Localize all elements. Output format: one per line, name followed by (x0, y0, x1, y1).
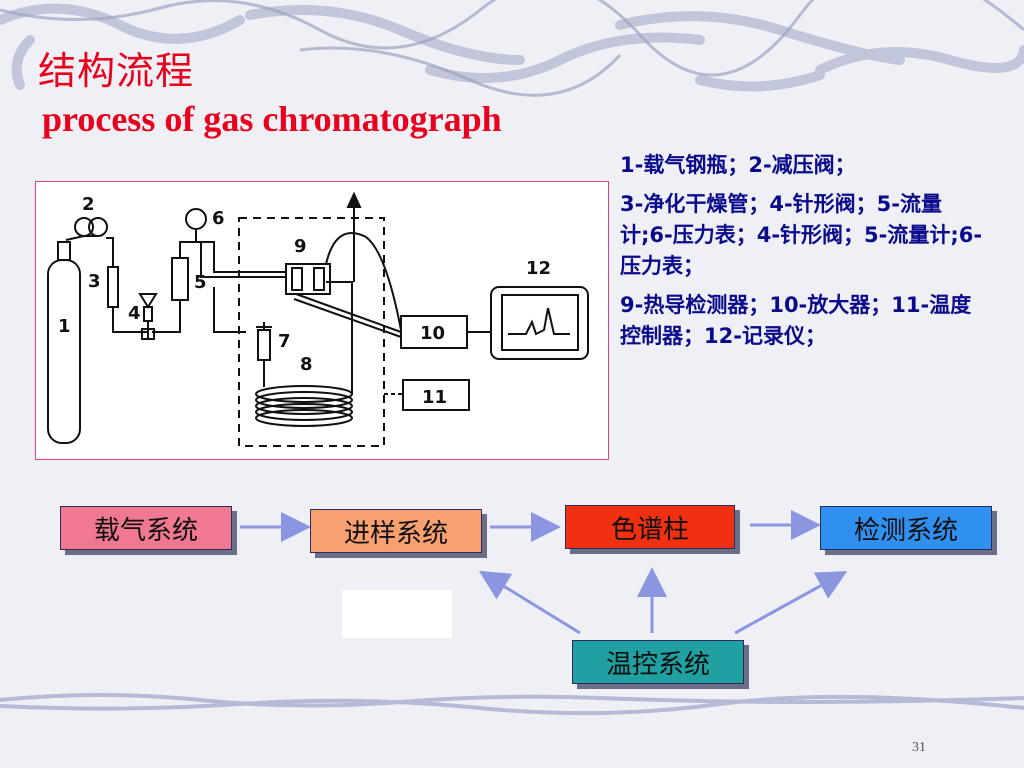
blank-patch (342, 590, 452, 638)
diagram-label-9: 9 (294, 236, 307, 257)
diagram-label-7: 7 (278, 331, 291, 352)
diagram-label-8: 8 (300, 354, 313, 375)
injection-system-box: 进样系统 (310, 509, 482, 553)
arrow-temp-to-detection (734, 571, 848, 635)
diagram-label-11: 11 (422, 387, 447, 408)
legend-paragraph: 9-热导检测器；10-放大器；11-温度控制器；12-记录仪； (620, 293, 972, 348)
diagram-label-2: 2 (82, 194, 95, 215)
diagram-label-3: 3 (88, 271, 101, 292)
gc-schematic-drawing: 1 2 3 4 5 6 7 8 9 10 11 12 (47, 191, 589, 447)
temperature-control-system-box: 温控系统 (572, 640, 744, 684)
legend-paragraph: 3-净化干燥管；4-针形阀；5-流量计;6-压力表；4-针形阀；5-流量计;6-… (620, 192, 983, 278)
diagram-label-10: 10 (420, 323, 445, 344)
component-legend: 1-载气钢瓶；2-减压阀； 3-净化干燥管；4-针形阀；5-流量计;6-压力表；… (620, 150, 990, 360)
carrier-gas-system-box: 载气系统 (60, 506, 232, 550)
slide-title-chinese: 结构流程 (38, 49, 195, 93)
diagram-label-12: 12 (526, 258, 551, 279)
diagram-label-5: 5 (194, 272, 207, 293)
diagram-label-4: 4 (128, 303, 141, 324)
legend-paragraph: 1-载气钢瓶；2-减压阀； (620, 153, 856, 177)
chromatographic-column-box: 色谱柱 (565, 505, 735, 549)
slide-title-english: process of gas chromatograph (42, 99, 502, 139)
detection-system-box: 检测系统 (820, 506, 992, 550)
arrow-temp-to-injection (478, 570, 581, 635)
diagram-label-6: 6 (212, 208, 225, 229)
gc-schematic-diagram: 1 2 3 4 5 6 7 8 9 10 11 12 (35, 181, 609, 460)
diagram-label-1: 1 (58, 316, 71, 337)
page-number: 31 (912, 740, 926, 755)
